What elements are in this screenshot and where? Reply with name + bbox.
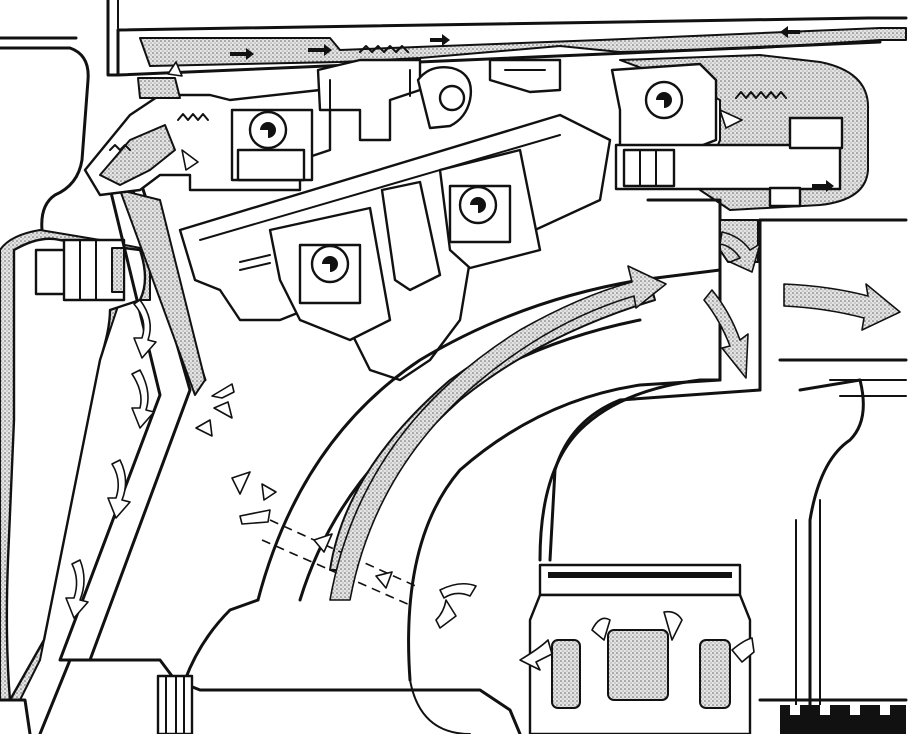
upper-right-housing (610, 54, 870, 211)
airflow-arrows-white (65, 61, 755, 671)
seal-teeth (109, 45, 787, 151)
lower-shaft (528, 563, 908, 734)
left-bolt (34, 238, 126, 302)
upper-left-housing (83, 77, 332, 197)
airflow-arrows-stippled (329, 231, 901, 601)
top-passage-arrows (230, 26, 834, 192)
bottom-mount (38, 658, 522, 734)
right-frame (538, 198, 908, 734)
central-carrier (178, 113, 612, 382)
top-middle-gearbox (316, 58, 562, 142)
left-housing (0, 36, 151, 734)
